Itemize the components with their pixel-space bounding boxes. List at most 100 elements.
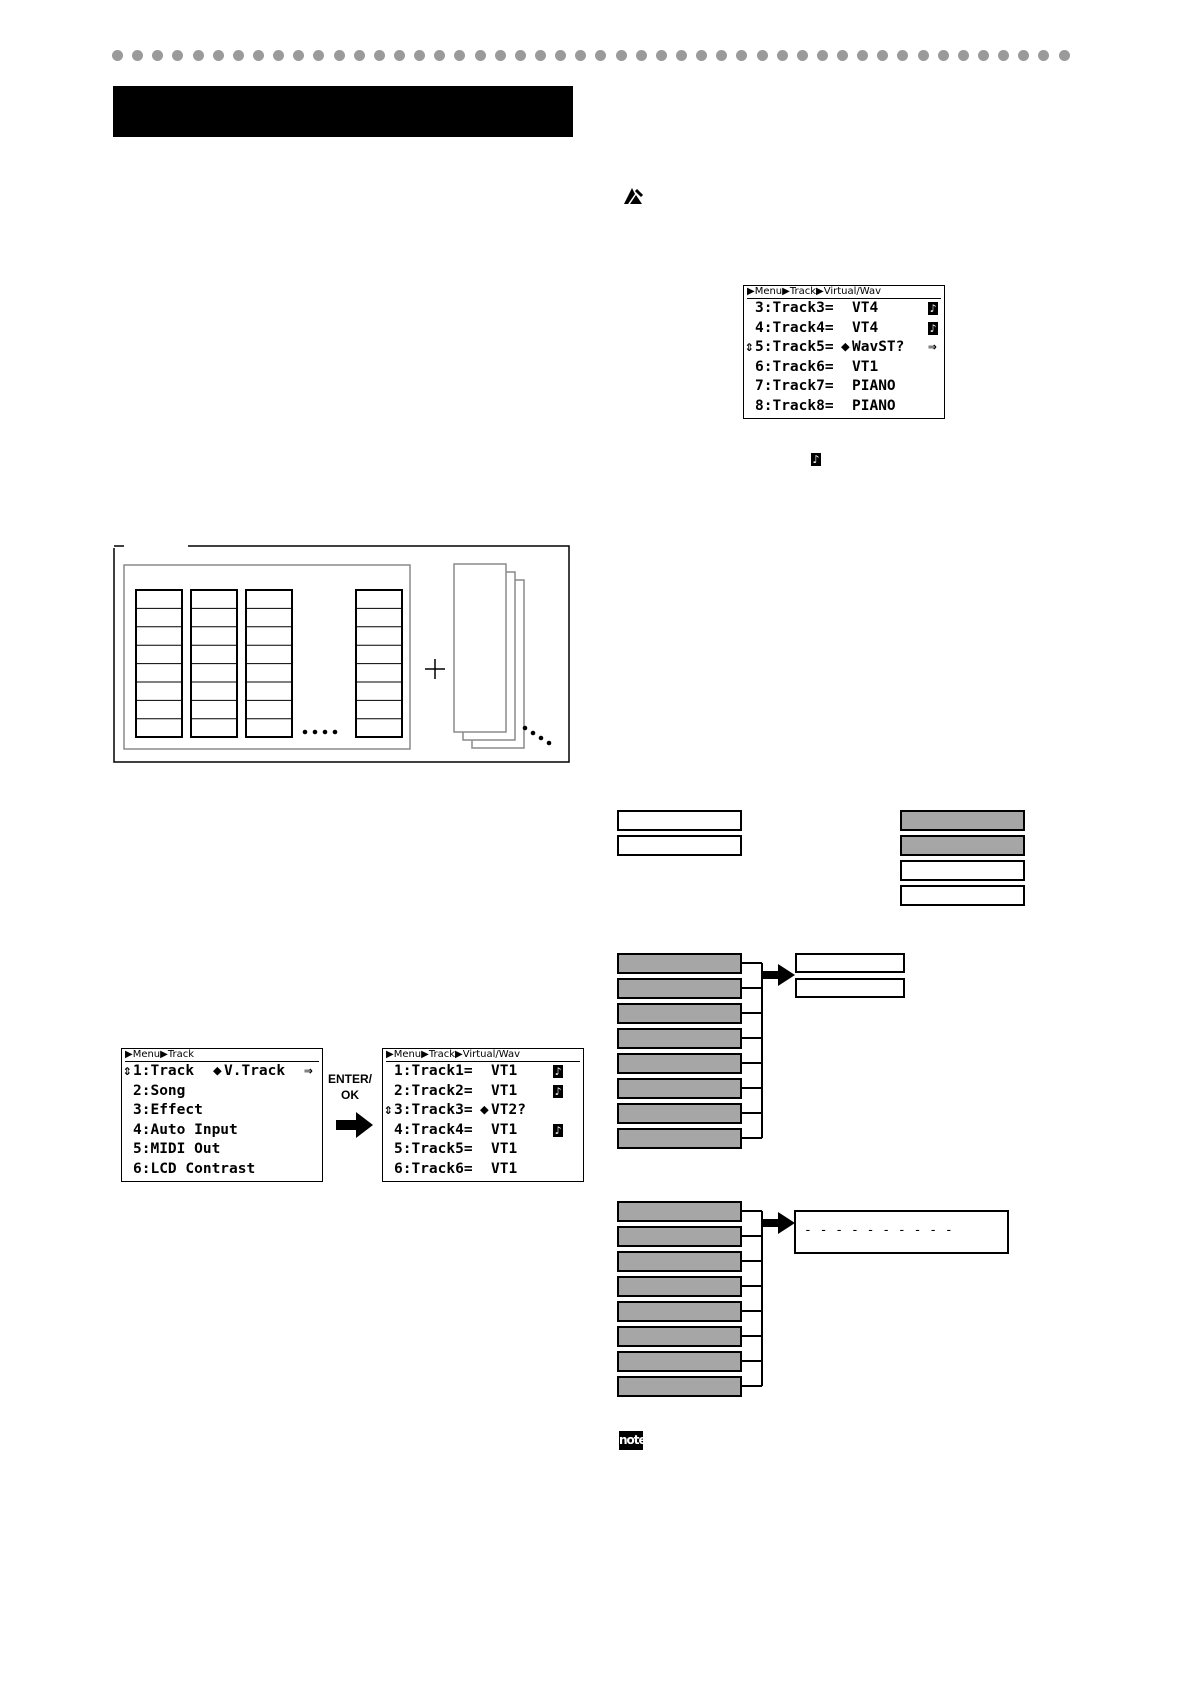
- lcd-row-value: V.Track: [224, 1063, 286, 1079]
- lcd-cursor-marker: ⇕: [745, 339, 754, 355]
- track-box-filled: [617, 1003, 742, 1024]
- header-dot: [1018, 50, 1030, 61]
- header-dot: [514, 50, 526, 61]
- lcd-row-suffix: ♪: [553, 1123, 563, 1137]
- note-icon: note: [619, 1431, 647, 1450]
- track-box-filled: [617, 1028, 742, 1049]
- enter-ok-label: ENTER/ OK: [327, 1072, 372, 1102]
- lcd-row-label: 6:Track6=: [394, 1160, 473, 1177]
- header-dot: [192, 50, 204, 61]
- caution-icon: [624, 188, 644, 204]
- header-dot: [877, 50, 889, 61]
- header-dot: [454, 50, 466, 61]
- header-dot: [152, 50, 164, 61]
- lcd-row-value: PIANO: [852, 378, 896, 394]
- lcd-row-value: VT1: [491, 1082, 518, 1099]
- lcd-row-suffix: ♪: [928, 302, 938, 315]
- header-dot: [232, 50, 244, 61]
- lcd-row-label: 5:Track5=: [394, 1141, 473, 1157]
- header-dot: [615, 50, 627, 61]
- header-dot: [112, 50, 123, 61]
- lcd-select-marker: ◆: [841, 339, 850, 355]
- lcd-row: 5:Track5= VT1: [383, 1140, 583, 1160]
- header-dot: [937, 50, 949, 61]
- track-columns: [135, 589, 403, 738]
- track-box-filled: [617, 1276, 742, 1297]
- wave-dashes: - - - - - - - - - -: [804, 1223, 953, 1238]
- lcd-row-value: VT1: [491, 1063, 518, 1079]
- lcd-row-value: VT4: [852, 319, 879, 336]
- lcd-row: 4:Track4=VT4♪: [744, 319, 944, 339]
- lcd-row: 2:Track2=VT1♪: [383, 1082, 583, 1102]
- header-dot: [837, 50, 849, 61]
- lcd-row-value: VT1: [491, 1160, 518, 1177]
- lcd-cursor-marker: ⇕: [123, 1063, 132, 1079]
- lcd-row: 6:LCD Contrast: [122, 1160, 322, 1180]
- virtual-track-box: [795, 978, 905, 998]
- header-dot: [917, 50, 929, 61]
- lcd-row-value: VT1: [491, 1141, 518, 1157]
- lcd-row: 5:MIDI Out: [122, 1140, 322, 1160]
- header-dot: [756, 50, 768, 61]
- lcd-row: 6:Track6= VT1: [383, 1160, 583, 1180]
- lcd-row-label: 8:Track8=: [755, 397, 834, 414]
- header-dot: [655, 50, 667, 61]
- lcd-cursor-marker: ⇕: [384, 1102, 393, 1118]
- lcd-row-label: 6:LCD Contrast: [133, 1160, 256, 1177]
- header-dot: [393, 50, 405, 61]
- track-box-filled: [617, 1326, 742, 1347]
- track-box-filled: [617, 1301, 742, 1322]
- lcd-breadcrumb: ▶Menu▶Track▶Virtual/Wav: [386, 1049, 580, 1062]
- lcd-breadcrumb: ▶Menu▶Track▶Virtual/Wav: [747, 286, 941, 299]
- lcd-select-marker: ◆: [213, 1063, 222, 1079]
- ellipsis-dots-diagonal: [522, 725, 552, 746]
- lcd-row-value: WavST?: [852, 339, 905, 355]
- lcd-row: 6:Track6= VT1: [744, 358, 944, 378]
- plus-icon: [425, 659, 445, 679]
- track-box-filled: [617, 1128, 742, 1149]
- lcd-virtual-wav-screen: ▶Menu▶Track▶Virtual/Wav 3:Track3= VT4 ♪ 4:T…: [743, 285, 945, 419]
- header-dot: [736, 50, 748, 61]
- lcd-row-suffix: ♪: [553, 1065, 563, 1078]
- header-dot: [293, 50, 305, 61]
- header-dot: [132, 50, 144, 61]
- lcd-row-label: 4:Track4=: [394, 1121, 473, 1138]
- header-dot: [776, 50, 788, 61]
- track-box-filled: [617, 1251, 742, 1272]
- header-dot: [353, 50, 365, 61]
- lcd-row-label: 2:Song: [133, 1082, 186, 1099]
- lcd-row-value: VT4: [852, 300, 879, 316]
- track-box-filled: [617, 1078, 742, 1099]
- header-dot: [1038, 50, 1050, 61]
- lcd-virtual-track-screen: ▶Menu▶Track▶Virtual/Wav 1:Track1=VT1♪2:T…: [382, 1048, 584, 1182]
- lcd-row-label: 1:Track1=: [394, 1063, 473, 1079]
- lcd-row-label: 5:Track5=: [755, 339, 834, 355]
- lcd-row-suffix: ⇒: [928, 339, 937, 355]
- header-dot: [474, 50, 486, 61]
- track-box-filled: [900, 810, 1025, 831]
- lcd-row: 1:Track1= VT1 ♪: [383, 1062, 583, 1082]
- lcd-row-label: 4:Auto Input: [133, 1121, 238, 1138]
- header-dot: [816, 50, 828, 61]
- lcd-row-value: VT1: [852, 358, 879, 375]
- header-dot: [534, 50, 546, 61]
- lcd-row-label: 3:Track3=: [755, 300, 834, 316]
- lcd-breadcrumb: ▶Menu▶Track: [125, 1049, 319, 1062]
- track-box-filled: [617, 1053, 742, 1074]
- header-dot: [857, 50, 869, 61]
- lcd-row-label: 6:Track6=: [755, 358, 834, 375]
- header-dot: [414, 50, 426, 61]
- lcd-row: 8:Track8= PIANO: [744, 397, 944, 417]
- lcd-row-value: VT1: [491, 1121, 518, 1138]
- track-box-filled: [617, 1201, 742, 1222]
- lcd-row: ⇕5:Track5= ◆WavST? ⇒: [744, 338, 944, 358]
- header-dot: [978, 50, 990, 61]
- lcd-row-value: PIANO: [852, 397, 896, 414]
- header-dot: [333, 50, 345, 61]
- header-dot: [252, 50, 264, 61]
- header-dot: [494, 50, 506, 61]
- header-dot: [716, 50, 728, 61]
- lcd-row-suffix: ♪: [553, 1084, 563, 1098]
- right-arrow-icon: [336, 1112, 373, 1138]
- track-box-filled: [617, 978, 742, 999]
